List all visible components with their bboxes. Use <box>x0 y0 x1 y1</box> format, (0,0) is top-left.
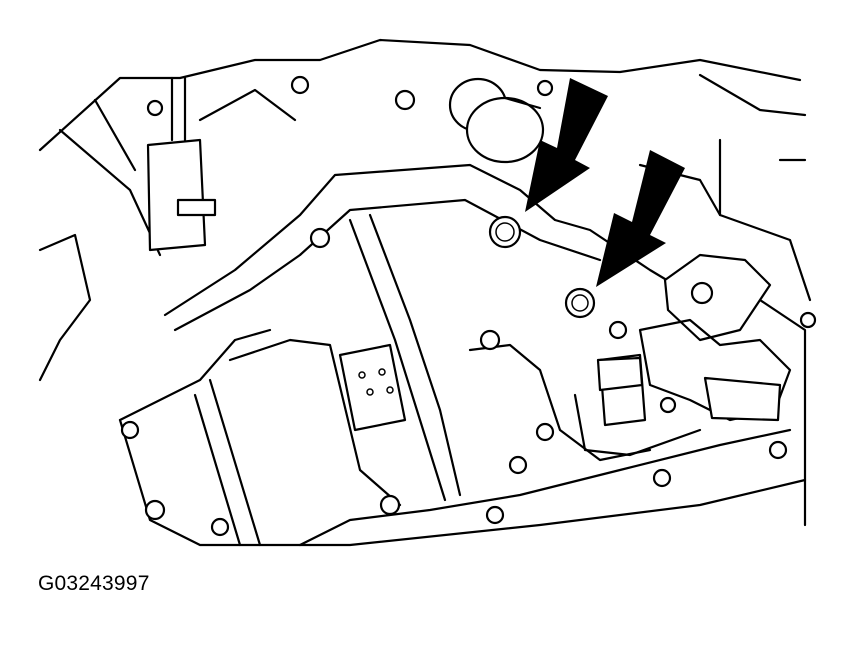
arrow-pointer-icon <box>525 78 685 287</box>
arrow-pointer-upper <box>525 78 608 212</box>
valve-body-plate <box>118 163 807 547</box>
bolt-heads <box>120 75 817 537</box>
target-bolt-upper <box>488 215 522 249</box>
sensor-connector <box>146 76 217 252</box>
figure-id-label: G03243997 <box>38 572 150 595</box>
solenoid-block <box>338 343 407 432</box>
target-bolts <box>488 215 596 319</box>
arrow-pointer-lower <box>596 150 685 287</box>
target-bolt-lower <box>564 287 596 319</box>
casting-outline <box>38 38 812 527</box>
valve-body-illustration <box>38 38 817 547</box>
linkage-bracket <box>596 253 792 427</box>
cylinder-boss <box>448 77 545 164</box>
